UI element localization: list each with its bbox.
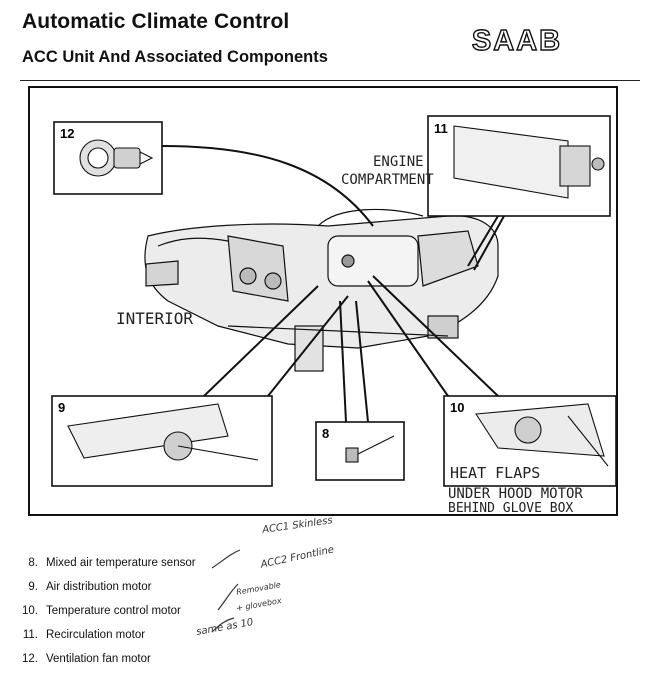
component-legend: 8. Mixed air temperature sensor 9. Air d… — [22, 556, 642, 676]
margin-note-acc1: ACC1 Skinless — [261, 515, 334, 536]
legend-number: 10. — [22, 605, 38, 617]
header-rule — [20, 80, 640, 81]
note-heat-flaps: HEAT FLAPS — [450, 464, 540, 482]
page-title: Automatic Climate Control — [22, 10, 290, 33]
legend-item: 9. Air distribution motor — [22, 580, 642, 604]
legend-label: Ventilation fan motor — [46, 653, 151, 665]
legend-number: 9. — [28, 581, 38, 593]
legend-number: 8. — [28, 557, 38, 569]
callout-12-box: 12 — [53, 121, 163, 195]
callout-9-box: 9 — [51, 395, 273, 487]
callout-9-number: 9 — [58, 400, 65, 415]
legend-number: 11. — [22, 629, 38, 641]
acc-unit-illustration — [144, 208, 499, 372]
callout-12-number: 12 — [60, 126, 74, 141]
saab-logo: SAAB — [471, 24, 562, 56]
page-subtitle: ACC Unit And Associated Components — [22, 48, 328, 66]
legend-label: Temperature control motor — [46, 605, 181, 617]
handwritten-annotations: ENGINE COMPARTMENT INTERIOR HEAT FLAPS U… — [116, 154, 583, 516]
callout-11-box: 11 — [427, 115, 611, 217]
legend-label: Mixed air temperature sensor — [46, 557, 196, 569]
fan-motor-icon — [79, 139, 154, 177]
note-compartment: COMPARTMENT — [341, 172, 434, 188]
note-engine: ENGINE — [373, 154, 424, 170]
note-under-hood: UNDER HOOD MOTOR — [448, 486, 583, 502]
air-distribution-motor-icon — [67, 403, 259, 461]
callout-10-box: 10 — [443, 395, 617, 487]
temperature-sensor-icon — [345, 435, 395, 463]
legend-label: Air distribution motor — [46, 581, 152, 593]
legend-item: 12. Ventilation fan motor — [22, 652, 642, 676]
callout-8-box: 8 — [315, 421, 405, 481]
legend-item: 11. Recirculation motor — [22, 628, 642, 652]
legend-number: 12. — [22, 653, 38, 665]
component-diagram: 12 11 9 8 — [28, 86, 618, 516]
legend-label: Recirculation motor — [46, 629, 146, 641]
recirculation-motor-icon — [453, 125, 605, 199]
note-behind-glove: BEHIND GLOVE BOX — [448, 501, 573, 516]
callout-10-number: 10 — [450, 400, 464, 415]
diagram-frame — [28, 86, 618, 516]
saab-logo-text: SAAB — [472, 25, 562, 56]
temperature-control-motor-icon — [475, 403, 609, 467]
callout-8-number: 8 — [322, 426, 329, 441]
callout-11-number: 11 — [434, 121, 448, 136]
leader-lines — [161, 145, 505, 423]
legend-item: 10. Temperature control motor — [22, 604, 642, 628]
legend-item: 8. Mixed air temperature sensor — [22, 556, 642, 580]
margin-note-brackets — [211, 549, 241, 633]
note-interior: INTERIOR — [116, 309, 193, 328]
